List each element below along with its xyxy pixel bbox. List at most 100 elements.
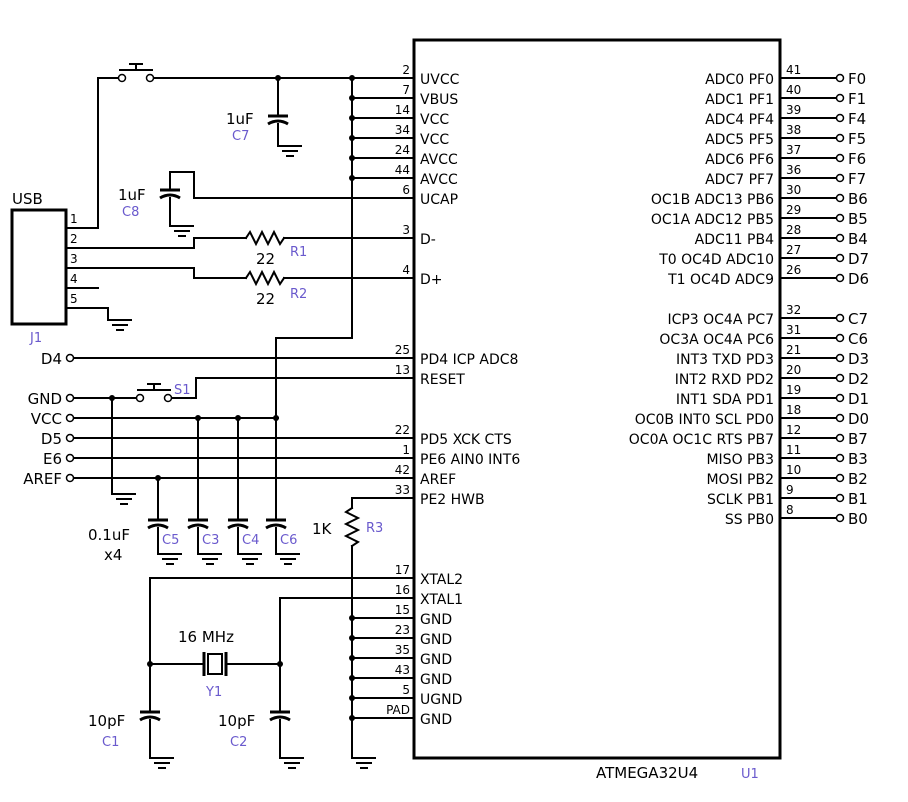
r3-body — [343, 506, 361, 548]
pin-number: 29 — [786, 203, 801, 217]
usb-title: USB — [12, 190, 43, 208]
pin-name: OC0A OC1C RTS PB7 — [629, 432, 774, 448]
net-label: F7 — [848, 170, 866, 188]
wire-dplus — [65, 267, 247, 279]
pin-name: MISO PB3 — [706, 452, 774, 468]
net-label: B3 — [848, 450, 868, 468]
pin-number: 10 — [786, 463, 801, 477]
c3-ref: C3 — [202, 533, 219, 548]
pin-name: ADC6 PF6 — [705, 152, 774, 168]
net-gnd: GND — [28, 390, 62, 408]
pin-name: T1 OC4D ADC9 — [667, 272, 774, 288]
pin-name: XTAL2 — [420, 572, 463, 588]
net-d4: D4 — [41, 350, 62, 368]
pin-name: GND — [420, 712, 452, 728]
left-pin-group: 2UVCC7VBUS14VCC34VCC24AVCC44AVCC6UCAP3D-… — [383, 63, 520, 728]
pin-name: UVCC — [420, 72, 460, 88]
c8-value: 1uF — [118, 186, 146, 204]
power-switch — [117, 63, 155, 83]
crystal-value: 16 MHz — [178, 628, 234, 646]
c1-value: 10pF — [88, 712, 125, 730]
pin-number: 3 — [402, 223, 410, 237]
pin-number: 19 — [786, 383, 801, 397]
pin-name: SCLK PB1 — [707, 492, 774, 508]
pin-name: ADC0 PF0 — [705, 72, 774, 88]
pin-number: 34 — [395, 123, 410, 137]
net-label: F1 — [848, 90, 866, 108]
net-label: C6 — [848, 330, 868, 348]
c2-value: 10pF — [218, 712, 255, 730]
chip-part: ATMEGA32U4 — [596, 764, 698, 782]
pin-number: 41 — [786, 63, 801, 77]
pin-number: 33 — [395, 483, 410, 497]
pin-name: GND — [420, 672, 452, 688]
pin-number: 7 — [402, 83, 410, 97]
pin-number: 30 — [786, 183, 801, 197]
pin-name: T0 OC4D ADC10 — [658, 252, 774, 268]
pin-name: D+ — [420, 272, 443, 288]
net-label: B0 — [848, 510, 868, 528]
pin-number: 44 — [395, 163, 410, 177]
net-d5: D5 — [41, 430, 62, 448]
pin-number: 6 — [402, 183, 410, 197]
wire-xtal2 — [149, 577, 415, 713]
pin-number: 14 — [395, 103, 410, 117]
net-label: D0 — [848, 410, 869, 428]
pin-number: 28 — [786, 223, 801, 237]
net-label: D2 — [848, 370, 869, 388]
c1-ref: C1 — [102, 735, 119, 750]
pin-number: 21 — [786, 343, 801, 357]
r1-value: 22 — [256, 250, 275, 268]
pin-number: 4 — [402, 263, 410, 277]
pin-number: 8 — [786, 503, 794, 517]
pin-name: AVCC — [420, 152, 458, 168]
net-label: D3 — [848, 350, 869, 368]
pin-number: 17 — [395, 563, 410, 577]
c7-value: 1uF — [226, 110, 254, 128]
pin-name: RESET — [420, 372, 465, 388]
s1-ref: S1 — [174, 383, 191, 398]
chip-ref: U1 — [741, 767, 759, 782]
pin-number: 35 — [395, 643, 410, 657]
pin-name: PE6 AIN0 INT6 — [420, 452, 520, 468]
net-label: B5 — [848, 210, 868, 228]
pin-number: 13 — [395, 363, 410, 377]
c5-ref: C5 — [162, 533, 179, 548]
net-aref: AREF — [23, 470, 62, 488]
net-vcc: VCC — [31, 410, 62, 428]
pin-name: UCAP — [420, 192, 458, 208]
pin-name: VBUS — [420, 92, 458, 108]
pin-name: VCC — [420, 132, 449, 148]
net-label: D1 — [848, 390, 869, 408]
pin-name: XTAL1 — [420, 592, 463, 608]
wire-usb-vbus — [65, 77, 119, 229]
pin-number: 1 — [402, 443, 410, 457]
pin-name: AREF — [420, 472, 456, 488]
pin-number: 20 — [786, 363, 801, 377]
c8-ref: C8 — [122, 205, 139, 220]
pin-number: 9 — [786, 483, 794, 497]
vcc-rail-junctions — [275, 75, 355, 181]
r2-ref: R2 — [290, 287, 307, 302]
net-label: C7 — [848, 310, 868, 328]
pin-number: 5 — [402, 683, 410, 697]
pin-name: OC1A ADC12 PB5 — [651, 212, 774, 228]
pin-number: 40 — [786, 83, 801, 97]
pin-name: OC0B INT0 SCL PD0 — [635, 412, 774, 428]
